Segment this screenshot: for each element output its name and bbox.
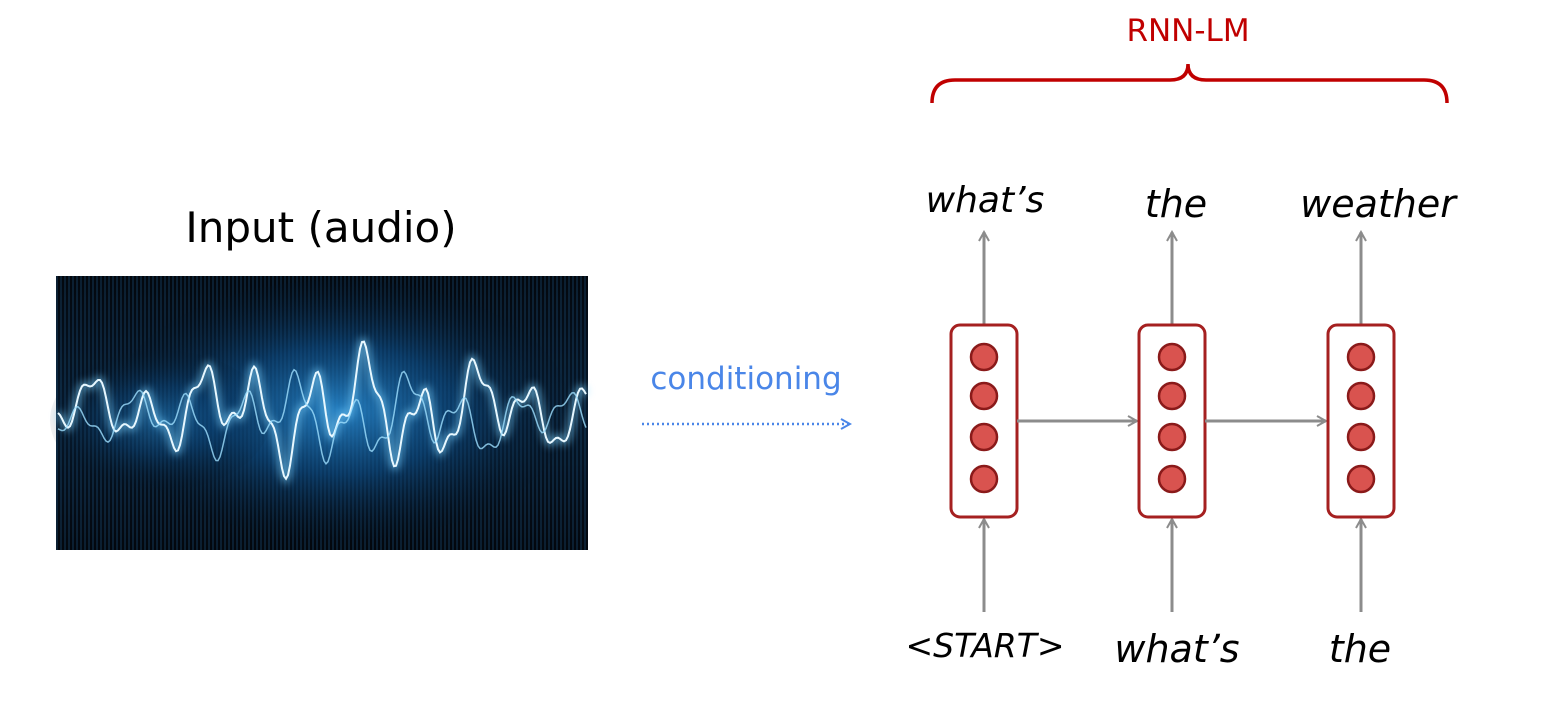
hidden-unit (1157, 464, 1187, 494)
input-word-2: what’s (1114, 627, 1239, 671)
input-title: Input (audio) (185, 203, 456, 252)
input-token-start: <START> (905, 626, 1064, 665)
hidden-unit (1346, 422, 1376, 452)
hidden-unit (1157, 381, 1187, 411)
hidden-unit (969, 464, 999, 494)
rnn-cells (949, 232, 1396, 612)
hidden-unit (1346, 381, 1376, 411)
hidden-unit (969, 381, 999, 411)
conditioning-label: conditioning (650, 361, 841, 397)
rnn-lm-brace (930, 63, 1449, 104)
rnn-lm-label: RNN-LM (1126, 13, 1249, 49)
input-word-3: the (1329, 627, 1391, 671)
rnn-cell-3 (1326, 323, 1396, 519)
hidden-unit (969, 422, 999, 452)
hidden-unit (1346, 342, 1376, 372)
output-word-1: what’s (926, 180, 1045, 221)
output-word-2: the (1145, 182, 1207, 226)
audio-waveform-image (50, 276, 590, 550)
hidden-unit (1346, 464, 1376, 494)
hidden-unit (1157, 342, 1187, 372)
output-word-3: weather (1300, 182, 1458, 226)
hidden-unit (969, 342, 999, 372)
hidden-unit (1157, 422, 1187, 452)
